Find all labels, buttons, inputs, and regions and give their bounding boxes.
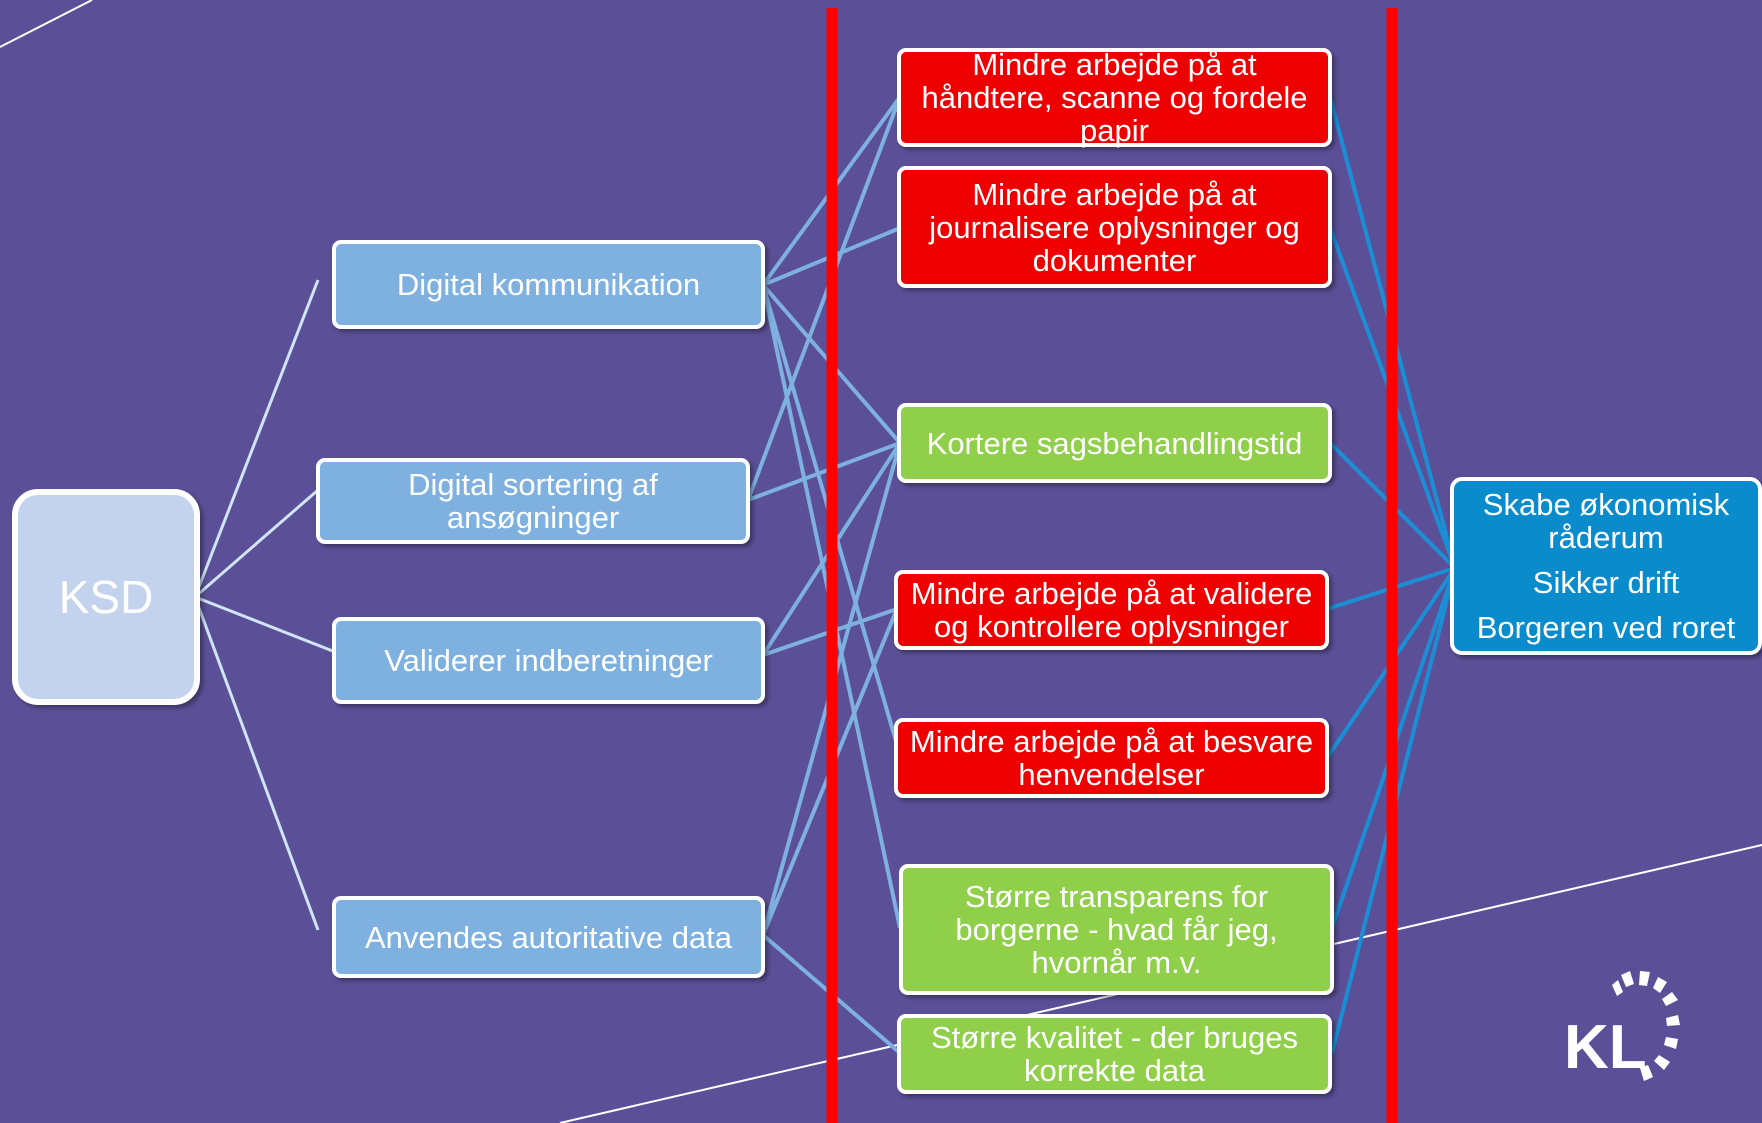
- means-label: Validerer indberetninger: [384, 643, 713, 678]
- effect-node-papir: Mindre arbejde på at håndtere, scanne og…: [897, 48, 1332, 147]
- effect-node-henvendelser: Mindre arbejde på at besvare henvendelse…: [894, 718, 1329, 798]
- means-label: Digital sortering af ansøgninger: [408, 467, 658, 535]
- effect-label: Mindre arbejde på at journalisere oplysn…: [929, 176, 1300, 278]
- outcome-line: Skabe økonomisk råderum: [1482, 487, 1730, 555]
- means-node-validerer-indberetninger: Validerer indberetninger: [332, 617, 765, 704]
- kl-logo: KL: [1564, 971, 1680, 1082]
- means-node-digital-kommunikation: Digital kommunikation: [332, 240, 765, 329]
- background-diagonal-top: [0, 0, 93, 48]
- outcome-line: Sikker drift: [1532, 565, 1680, 600]
- effect-label: Mindre arbejde på at validere og kontrol…: [910, 576, 1313, 644]
- effect-label: Større transparens for borgerne - hvad f…: [955, 879, 1278, 980]
- effect-label: Mindre arbejde på at håndtere, scanne og…: [921, 47, 1308, 148]
- means-effect-connectors: [746, 95, 902, 1055]
- effect-node-journalisere: Mindre arbejde på at journalisere oplysn…: [897, 166, 1332, 288]
- effect-label: Mindre arbejde på at besvare henvendelse…: [909, 724, 1314, 792]
- effect-node-kvalitet: Større kvalitet - der bruges korrekte da…: [897, 1014, 1332, 1094]
- outcome-node: Skabe økonomisk råderum Sikker drift Bor…: [1450, 477, 1762, 655]
- effect-node-validere: Mindre arbejde på at validere og kontrol…: [894, 570, 1329, 650]
- effect-node-transparens: Større transparens for borgerne - hvad f…: [899, 864, 1334, 995]
- effect-label: Kortere sagsbehandlingstid: [926, 425, 1303, 461]
- means-node-anvendes-autoritative-data: Anvendes autoritative data: [332, 896, 765, 978]
- root-connectors: [193, 279, 349, 931]
- root-node-ksd: KSD: [12, 489, 200, 705]
- outcome-line: Borgeren ved roret: [1476, 610, 1736, 645]
- means-node-digital-sortering: Digital sortering af ansøgninger: [316, 458, 750, 544]
- effect-node-sagsbehandlingstid: Kortere sagsbehandlingstid: [897, 403, 1332, 483]
- means-label: Digital kommunikation: [396, 267, 701, 302]
- means-label: Anvendes autoritative data: [364, 919, 733, 955]
- effect-label: Større kvalitet - der bruges korrekte da…: [931, 1020, 1298, 1088]
- kl-logo-text: KL: [1564, 1013, 1647, 1082]
- root-label: KSD: [58, 571, 154, 623]
